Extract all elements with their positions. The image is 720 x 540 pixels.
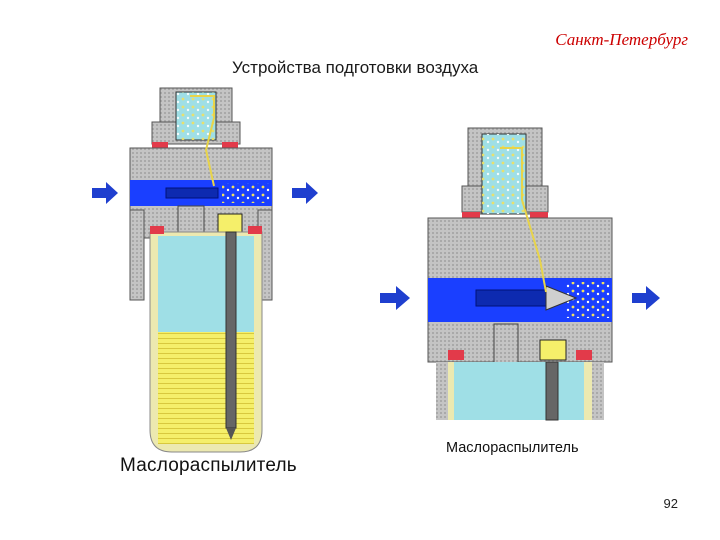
left-lubricator [129, 87, 273, 453]
right-lubricator [427, 127, 613, 421]
arrow-in-left [92, 182, 118, 204]
right-diagram-label: Маслораспылитель [446, 440, 579, 456]
city-caption: Санкт-Петербург [555, 30, 688, 49]
arrow-out-left [292, 182, 318, 204]
arrow-in-right [380, 286, 410, 310]
page-number: 92 [663, 496, 678, 511]
seal-left-a [152, 142, 168, 148]
left-diagram-label: Маслораспылитель [120, 455, 297, 476]
seal-left-b [222, 142, 238, 148]
slide-title: Устройства подготовки воздуха [232, 58, 479, 77]
arrow-out-right [632, 286, 660, 310]
seal-right-a [462, 212, 480, 220]
seal-right-b [530, 212, 548, 220]
